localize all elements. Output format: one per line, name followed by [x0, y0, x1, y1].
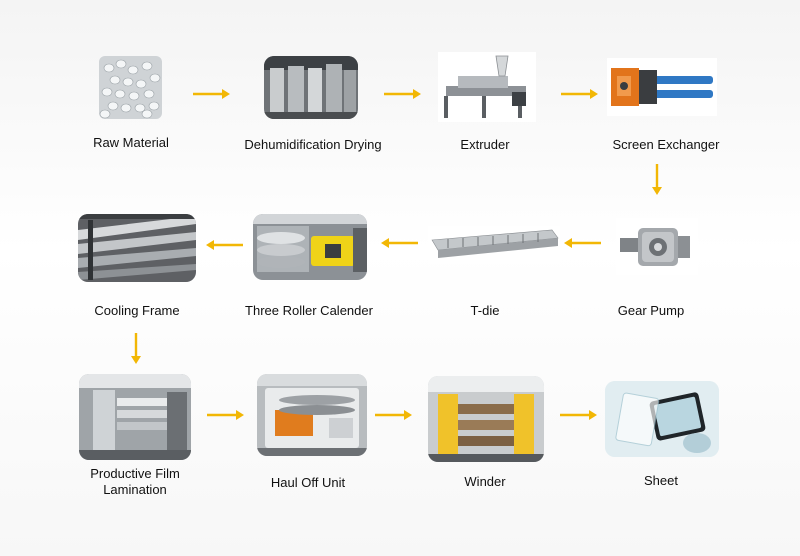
- step-label: Cooling Frame: [94, 303, 180, 318]
- step-label: Three Roller Calender: [245, 303, 373, 318]
- step-label: T-die: [470, 303, 500, 318]
- arrow-left-icon: [206, 240, 243, 250]
- winder-machine-icon: [428, 376, 544, 462]
- arrow-left-icon: [564, 238, 601, 248]
- screen-exchanger-icon: [607, 58, 717, 116]
- step-label: Raw Material: [93, 135, 169, 150]
- arrow-left-icon: [381, 238, 418, 248]
- extruder-machine-icon: [438, 52, 536, 122]
- step-label: Screen Exchanger: [612, 137, 720, 152]
- step-label: Productive Film Lamination: [90, 466, 180, 497]
- arrow-right-icon: [384, 89, 421, 99]
- arrow-right-icon: [375, 410, 412, 420]
- calender-machine-icon: [253, 214, 367, 280]
- raw-material-pellets-icon: [99, 56, 162, 119]
- plastic-sheet-icon: [605, 381, 719, 457]
- dryer-machine-icon: [264, 56, 358, 119]
- arrow-right-icon: [560, 410, 597, 420]
- gear-pump-icon: [616, 218, 698, 275]
- arrow-down-icon: [131, 333, 141, 364]
- step-label: Sheet: [644, 473, 678, 488]
- step-label: Gear Pump: [617, 303, 685, 318]
- step-label: Extruder: [460, 137, 510, 152]
- arrow-right-icon: [561, 89, 598, 99]
- haul-off-machine-icon: [257, 374, 367, 456]
- cooling-frame-icon: [78, 214, 196, 282]
- lamination-machine-icon: [79, 374, 191, 460]
- step-label: Dehumidification Drying: [244, 137, 382, 152]
- step-label: Winder: [464, 474, 506, 489]
- arrow-right-icon: [207, 410, 244, 420]
- arrow-down-icon: [652, 164, 662, 195]
- step-label: Haul Off Unit: [270, 475, 346, 490]
- arrow-right-icon: [193, 89, 230, 99]
- t-die-icon: [428, 226, 560, 264]
